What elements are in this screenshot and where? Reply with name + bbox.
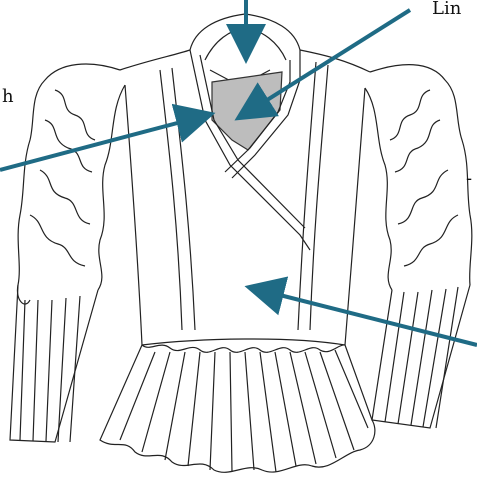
sleeve-left-inner bbox=[98, 85, 125, 290]
waist-seam bbox=[142, 339, 345, 345]
princess-seam-left-a bbox=[160, 70, 182, 330]
sleeve-left-ruching bbox=[30, 90, 95, 266]
label-left: h bbox=[2, 88, 14, 106]
lining-panel bbox=[212, 72, 282, 150]
garment-outline bbox=[10, 14, 472, 472]
sleeve-right-cuff-ribs bbox=[385, 287, 458, 428]
sleeve-right-inner bbox=[365, 88, 392, 290]
side-seam-left bbox=[125, 85, 142, 345]
peplum-hem bbox=[100, 345, 375, 472]
arrow-lining bbox=[248, 10, 410, 112]
princess-seam-left-b bbox=[172, 68, 195, 330]
label-top-right: Lin bbox=[432, 0, 461, 18]
side-seam-right bbox=[345, 88, 365, 345]
callout-arrows bbox=[0, 0, 477, 345]
shoulder-right bbox=[300, 50, 370, 72]
sleeve-left-puff bbox=[17, 64, 120, 304]
peplum-gathers bbox=[142, 345, 345, 352]
sleeve-left-cuff-ribs bbox=[20, 296, 80, 442]
shoulder-left bbox=[120, 50, 190, 70]
label-right: - bbox=[466, 170, 472, 188]
princess-seam-right-b bbox=[298, 62, 316, 330]
peplum-pleats bbox=[120, 350, 368, 472]
sleeve-right-ruching bbox=[390, 90, 458, 266]
